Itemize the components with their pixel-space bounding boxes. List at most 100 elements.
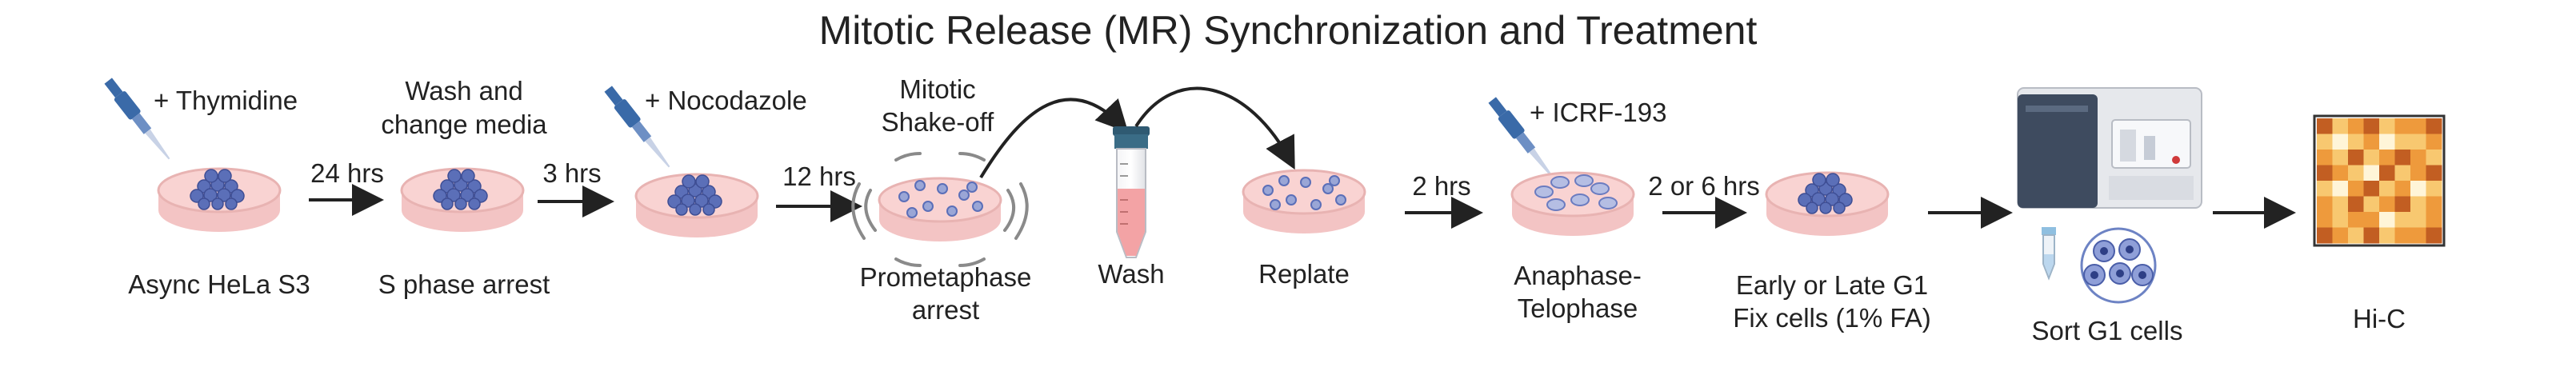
note-wash-line1: Wash and: [405, 76, 522, 106]
hic-cell: [2426, 196, 2442, 213]
hic-contact-map: [2313, 114, 2446, 247]
cell-cluster: [433, 169, 488, 210]
hic-cell: [2394, 227, 2411, 244]
arrow-3hrs: 3 hrs: [538, 158, 614, 217]
g1-cells-bubble: [2080, 227, 2157, 304]
petri-dish-sphase: [400, 167, 525, 232]
step-s-phase: Wash and change media S phase arrest: [378, 76, 550, 299]
hic-cell: [2332, 134, 2349, 150]
hic-cell: [2379, 196, 2395, 213]
dividing-cells: [1534, 174, 1618, 211]
hic-cell: [2363, 165, 2380, 182]
hic-cell: [2348, 212, 2364, 228]
hic-cell: [2379, 165, 2395, 182]
caption-anaphase-line2: Telophase: [1518, 293, 1638, 323]
caption-sort: Sort G1 cells: [2032, 316, 2183, 345]
hic-cell: [2317, 227, 2333, 244]
hic-cell: [2363, 212, 2380, 228]
arrow-12hrs: 12 hrs: [776, 162, 862, 222]
hic-cell: [2410, 196, 2426, 213]
hic-cell: [2394, 134, 2411, 150]
hic-cell: [2348, 150, 2364, 166]
hic-cell: [2363, 196, 2380, 213]
hic-cell: [2317, 118, 2333, 134]
arrow-2or6hrs: 2 or 6 hrs: [1648, 171, 1760, 229]
hic-cell: [2317, 212, 2333, 228]
note-shakeoff-line1: Mitotic: [899, 74, 975, 104]
petri-dish-nocodazole: [634, 173, 759, 237]
step-anaphase: + ICRF-193 Anaphase- Telophase: [1488, 97, 1666, 323]
hic-cell: [2363, 134, 2380, 150]
note-shakeoff-line2: Shake-off: [882, 107, 994, 137]
pipette-icon: [104, 78, 170, 160]
pipette-icon: [604, 86, 670, 168]
step-nocodazole: + Nocodazole: [604, 86, 807, 237]
hic-cell: [2394, 196, 2411, 213]
petri-dish-async: [157, 167, 282, 232]
hic-cell: [2379, 181, 2395, 197]
step-wash: Wash: [1098, 126, 1165, 289]
hic-cell: [2348, 196, 2364, 213]
hic-cell: [2379, 150, 2395, 166]
hic-cell: [2332, 227, 2349, 244]
caption-prometaphase-line2: arrest: [912, 295, 979, 325]
hic-cell: [2332, 118, 2349, 134]
hic-cell: [2363, 118, 2380, 134]
caption-s-phase: S phase arrest: [378, 269, 550, 299]
sort-tube-icon: [2042, 227, 2056, 281]
step-replate: Replate: [1242, 169, 1366, 289]
petri-dish-anaphase: [1510, 171, 1635, 236]
hic-cell: [2348, 165, 2364, 182]
hic-cell: [2410, 165, 2426, 182]
hic-cell: [2410, 134, 2426, 150]
hic-cell: [2426, 165, 2442, 182]
hic-cell: [2317, 134, 2333, 150]
caption-g1-line1: Early or Late G1: [1736, 270, 1928, 300]
arrow-curve-to-tube: [979, 98, 1129, 179]
diagram-title: Mitotic Release (MR) Synchronization and…: [819, 8, 1758, 53]
cell-cluster: [667, 174, 722, 216]
hic-cell: [2332, 150, 2349, 166]
arrow-2hrs: 2 hrs: [1405, 171, 1483, 229]
hic-cell: [2394, 150, 2411, 166]
hic-cell: [2363, 227, 2380, 244]
hic-cell: [2379, 212, 2395, 228]
centrifuge-tube-icon: [1113, 126, 1150, 258]
caption-g1-line2: Fix cells (1% FA): [1733, 303, 1931, 333]
hic-cell: [2379, 227, 2395, 244]
round-cells: [1262, 175, 1346, 210]
round-cells: [898, 180, 983, 218]
hic-cell: [2426, 118, 2442, 134]
step-early-late-g1: Early or Late G1 Fix cells (1% FA): [1733, 171, 1931, 333]
caption-anaphase-line1: Anaphase-: [1514, 261, 1642, 290]
step-sort: Sort G1 cells: [2017, 87, 2202, 345]
hic-cell: [2332, 181, 2349, 197]
hic-cell: [2317, 150, 2333, 166]
hic-cell: [2317, 165, 2333, 182]
hic-cell: [2426, 181, 2442, 197]
hic-cell: [2363, 150, 2380, 166]
hic-cell: [2410, 227, 2426, 244]
step-hic: Hi-C: [2313, 114, 2446, 333]
cell-cluster: [190, 169, 245, 210]
petri-dish-replate: [1242, 169, 1366, 233]
caption-prometaphase-line1: Prometaphase: [860, 262, 1032, 292]
hic-cell: [2332, 212, 2349, 228]
hic-cell: [2394, 212, 2411, 228]
additive-icrf193: + ICRF-193: [1530, 98, 1666, 127]
hic-cell: [2426, 134, 2442, 150]
cell-sorter-icon: [2017, 87, 2202, 209]
step-prometaphase: Mitotic Shake-off Prometaphase arrest: [851, 74, 1032, 325]
hic-cell: [2426, 227, 2442, 244]
petri-dish-prometaphase: [878, 177, 1002, 241]
additive-nocodazole: + Nocodazole: [645, 86, 807, 115]
hic-cell: [2426, 150, 2442, 166]
note-wash-line2: change media: [381, 110, 547, 139]
hic-cell: [2348, 181, 2364, 197]
additive-thymidine: + Thymidine: [154, 86, 298, 115]
arrow-24hrs: 24 hrs: [309, 158, 384, 216]
duration-3hrs: 3 hrs: [542, 158, 601, 188]
hic-cell: [2348, 134, 2364, 150]
hic-cell: [2394, 181, 2411, 197]
hic-cell: [2410, 212, 2426, 228]
